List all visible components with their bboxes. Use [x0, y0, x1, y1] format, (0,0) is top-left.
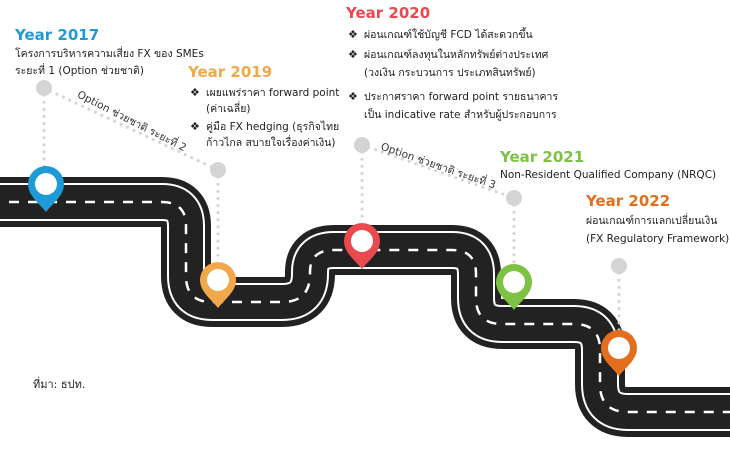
- milestone-2020-bullet-2-line-2: (วงเงิน กระบวนการ ประเภทสินทรัพย์): [364, 67, 536, 79]
- milestone-2020-bullet-2: ❖ผ่อนเกณฑ์ลงทุนในหลักทรัพย์ต่างประเทศ: [348, 48, 549, 61]
- milestone-2021-year: Year 2021: [500, 148, 585, 166]
- bullet-diamond-icon: ❖: [348, 48, 358, 61]
- milestone-2020-bullet-3: ❖ประกาศราคา forward point รายธนาคาร: [348, 90, 559, 103]
- map-pin-icon: [601, 330, 637, 376]
- connector-node-dot: [210, 162, 226, 178]
- bullet-diamond-icon: ❖: [348, 28, 358, 41]
- milestone-2020-bullet-1: ❖ผ่อนเกณฑ์ใช้บัญชี FCD ได้สะดวกขึ้น: [348, 28, 533, 41]
- milestone-2019-bullet-1: ❖เผยแพร่ราคา forward point: [190, 86, 340, 99]
- milestone-2020-bullet-3-line-2: เป็น indicative rate สำหรับผู้ประกอบการ: [364, 109, 557, 121]
- milestone-pins: [28, 166, 637, 376]
- map-pin-icon: [344, 223, 380, 269]
- milestone-2022-line-1: ผ่อนเกณฑ์การแลกเปลี่ยนเงิน: [586, 215, 718, 227]
- milestone-2021-line-1: Non-Resident Qualified Company (NRQC): [500, 169, 717, 181]
- milestone-2017-year: Year 2017: [15, 26, 100, 44]
- map-pin-icon: [496, 264, 532, 310]
- road: [0, 177, 730, 437]
- connector-node-dot: [36, 80, 52, 96]
- map-pin-icon: [200, 262, 236, 308]
- connector-node-dot: [506, 190, 522, 206]
- road-center-line: [0, 200, 730, 414]
- source-note: ที่มา: ธปท.: [33, 378, 86, 391]
- milestone-2019-bullet-2: ❖คู่มือ FX hedging (ธุรกิจไทย: [190, 120, 340, 133]
- milestone-2020-year: Year 2020: [346, 4, 431, 22]
- map-pin-hole: [608, 337, 630, 359]
- milestone-2019-bullet-1-line-2: (ค่าเฉลี่ย): [206, 103, 251, 115]
- bullet-diamond-icon: ❖: [190, 86, 200, 99]
- milestone-2019-bullet-2-line-2: ก้าวไกล สบายใจเรื่องค่าเงิน): [206, 137, 336, 149]
- bullet-diamond-icon: ❖: [348, 90, 358, 103]
- milestone-2017-line-1: โครงการบริหารความเสี่ยง FX ของ SMEs: [15, 48, 204, 60]
- map-pin-hole: [207, 269, 229, 291]
- connector-node-dot: [611, 258, 627, 274]
- map-pin-hole: [503, 271, 525, 293]
- milestone-2019-year: Year 2019: [188, 63, 273, 81]
- dotted-connectors: [36, 80, 627, 340]
- map-pin-hole: [35, 173, 57, 195]
- milestone-2022-year: Year 2022: [586, 192, 671, 210]
- bullet-diamond-icon: ❖: [190, 120, 200, 133]
- map-pin-icon: [28, 166, 64, 212]
- milestone-2022-line-2: (FX Regulatory Framework): [586, 233, 730, 245]
- map-pin-hole: [351, 230, 373, 252]
- milestone-2017-line-2: ระยะที่ 1 (Option ช่วยชาติ): [15, 65, 144, 77]
- connector-node-dot: [354, 137, 370, 153]
- connector-dotted-line: [360, 143, 516, 200]
